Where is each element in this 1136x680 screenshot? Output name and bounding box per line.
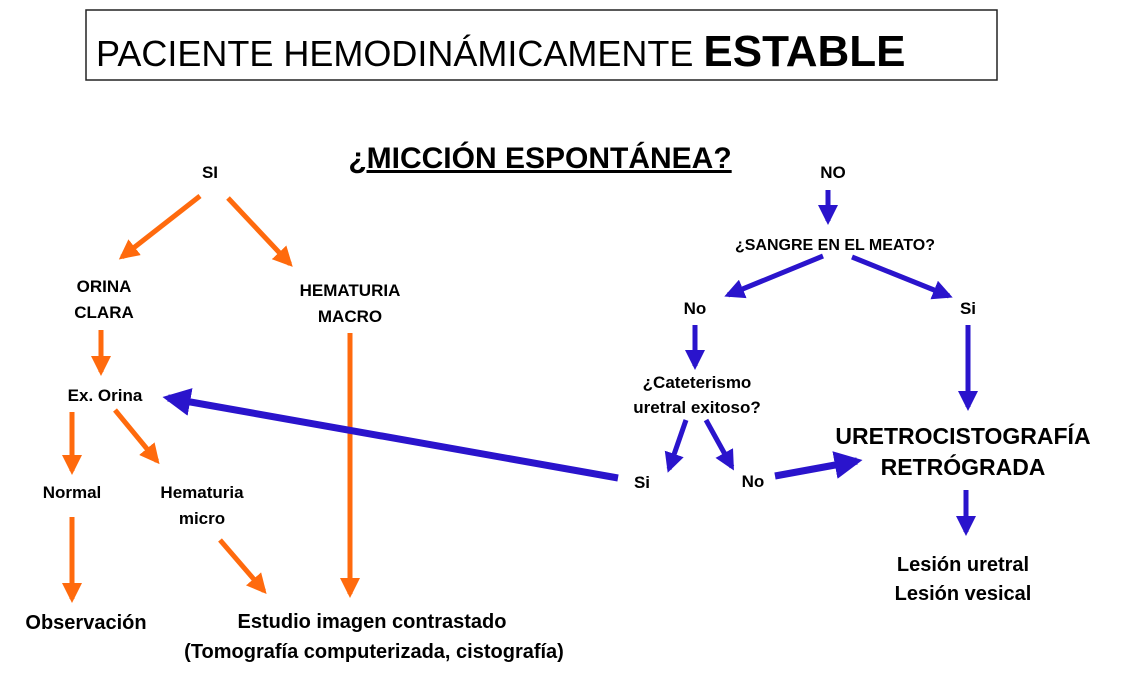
- arrow-si-hematuria-macro: [226, 196, 293, 267]
- cateterismo-line2: uretral exitoso?: [633, 398, 761, 417]
- sangre-no: No: [684, 299, 707, 318]
- lesion-vesical: Lesión vesical: [895, 583, 1032, 605]
- question-title: ¿MICCIÓN ESPONTÁNEA?: [348, 141, 731, 175]
- orina-clara-line2: CLARA: [74, 303, 134, 322]
- cateterismo-no: No: [742, 472, 765, 491]
- arrow-sangre-si: [851, 254, 953, 300]
- arrow-sangre-no: [724, 253, 824, 299]
- cateterismo-line1: ¿Cateterismo: [643, 373, 752, 392]
- hematuria-micro-line2: micro: [179, 509, 225, 528]
- uretro-line2: RETRÓGRADA: [881, 453, 1046, 480]
- sangre-si: Si: [960, 299, 976, 318]
- title-emphasis: ESTABLE: [703, 27, 905, 76]
- no-label: NO: [820, 163, 846, 182]
- arrow-cateterismo-no: [703, 418, 735, 471]
- arrow-ex-orina-hematuria-micro: [113, 408, 160, 465]
- arrow-cateterismo-si-ex-orina: [162, 388, 619, 482]
- lesion-uretral: Lesión uretral: [897, 554, 1029, 576]
- observacion: Observación: [25, 612, 146, 634]
- hematuria-macro-line1: HEMATURIA: [300, 281, 401, 300]
- normal: Normal: [43, 483, 102, 502]
- hematuria-macro-line2: MACRO: [318, 307, 382, 326]
- title-prefix: PACIENTE HEMODINÁMICAMENTE: [96, 33, 703, 74]
- title-text: PACIENTE HEMODINÁMICAMENTE ESTABLE: [96, 27, 905, 76]
- ex-orina: Ex. Orina: [68, 386, 143, 405]
- estudio-line1: Estudio imagen contrastado: [238, 611, 507, 633]
- orina-clara-line1: ORINA: [77, 277, 132, 296]
- uretro-line1: URETROCISTOGRAFÍA: [835, 422, 1090, 449]
- arrow-cateterismo-si: [664, 419, 689, 473]
- title-box: [85, 9, 998, 81]
- arrow-hematuria-micro-estudio: [218, 538, 267, 595]
- arrow-si-orina-clara: [118, 194, 202, 260]
- sangre-meato: ¿SANGRE EN EL MEATO?: [735, 237, 935, 254]
- cateterismo-si: Si: [634, 473, 650, 492]
- arrow-cateterismo-no-uretro: [774, 451, 863, 480]
- hematuria-micro-line1: Hematuria: [160, 483, 244, 502]
- yes-label: SI: [202, 163, 218, 182]
- estudio-line2: (Tomografía computerizada, cistografía): [184, 641, 564, 663]
